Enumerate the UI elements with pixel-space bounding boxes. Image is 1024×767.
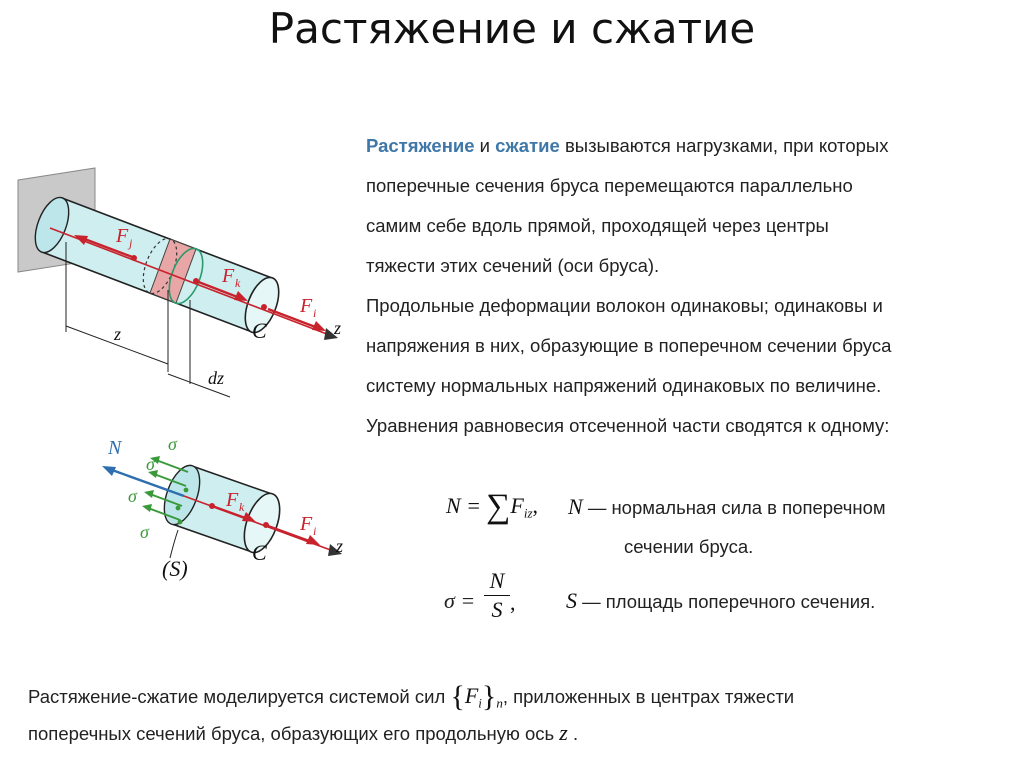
axis-arrowhead	[324, 328, 338, 340]
intro-line-5: Продольные деформации волокон одинаковы;…	[366, 295, 883, 316]
bar-tension-figure: F j F k F i C z z dz	[17, 167, 341, 398]
formula-stress-fraction: N S	[484, 568, 510, 623]
force-fi-arrow	[267, 307, 319, 330]
cut-part-figure: N σ σ σ σ F k F i C z (S)	[102, 434, 343, 581]
bar-end-left	[34, 196, 70, 254]
dim-dz-label: dz	[208, 368, 224, 388]
bar-body	[40, 196, 274, 334]
normal-force-description-2: сечении бруса.	[624, 536, 754, 557]
center-label: C	[252, 318, 267, 343]
svg-text:k: k	[239, 500, 245, 514]
formula-stress-lhs: σ =	[444, 588, 476, 613]
dim-z-label: z	[113, 324, 121, 344]
formula-normal-force: N = ∑Fiz,	[446, 488, 539, 525]
intro-line-1: Растяжение и сжатие вызываются нагрузкам…	[366, 135, 889, 156]
intro-line-8: Уравнения равновесия отсеченной части св…	[366, 415, 890, 436]
footer-line-1: Растяжение-сжатие моделируется системой …	[28, 680, 795, 713]
intro-line-3: самим себе вдоль прямой, проходящей чере…	[366, 215, 829, 236]
svg-text:i: i	[313, 306, 316, 320]
normal-force-description: N — нормальная сила в поперечном	[568, 494, 886, 519]
force-fk-label: F	[225, 489, 239, 511]
stress-label-1: σ	[168, 434, 178, 454]
intro-line-6: напряжения в них, образующие в поперечно…	[366, 335, 892, 356]
stress-label-4: σ	[140, 522, 150, 542]
stress-arrow	[155, 459, 189, 473]
stress-label-2: σ	[146, 454, 156, 474]
axis-line	[49, 227, 333, 337]
force-fk-label: F	[221, 265, 235, 287]
force-fk-arrow	[195, 279, 241, 300]
intro-line-7: систему нормальных напряжений одинаковых…	[366, 375, 882, 396]
section-label: (S)	[162, 556, 188, 581]
force-fj-arrow	[81, 236, 136, 260]
axis-label: z	[335, 536, 343, 556]
svg-text:j: j	[127, 236, 133, 250]
svg-text:i: i	[313, 524, 316, 538]
page-title: Растяжение и сжатие	[268, 4, 756, 53]
force-fi-label: F	[299, 513, 313, 535]
intro-paragraph: Растяжение и сжатие вызываются нагрузкам…	[366, 126, 1022, 446]
force-fi-label: F	[299, 295, 313, 317]
intro-line-2: поперечные сечения бруса перемещаются па…	[366, 175, 853, 196]
normal-force-label: N	[107, 437, 123, 459]
area-description: S — площадь поперечного сечения.	[566, 588, 876, 613]
force-fj-label: F	[115, 225, 129, 247]
normal-force-arrow	[111, 468, 185, 498]
footer-line-2: поперечных сечений бруса, образующих его…	[28, 720, 579, 745]
axis-label: z	[333, 318, 341, 338]
svg-text:k: k	[235, 276, 241, 290]
intro-line-4: тяжести этих сечений (оси бруса).	[366, 255, 660, 276]
stress-label-3: σ	[128, 486, 138, 506]
center-label: C	[252, 540, 267, 565]
